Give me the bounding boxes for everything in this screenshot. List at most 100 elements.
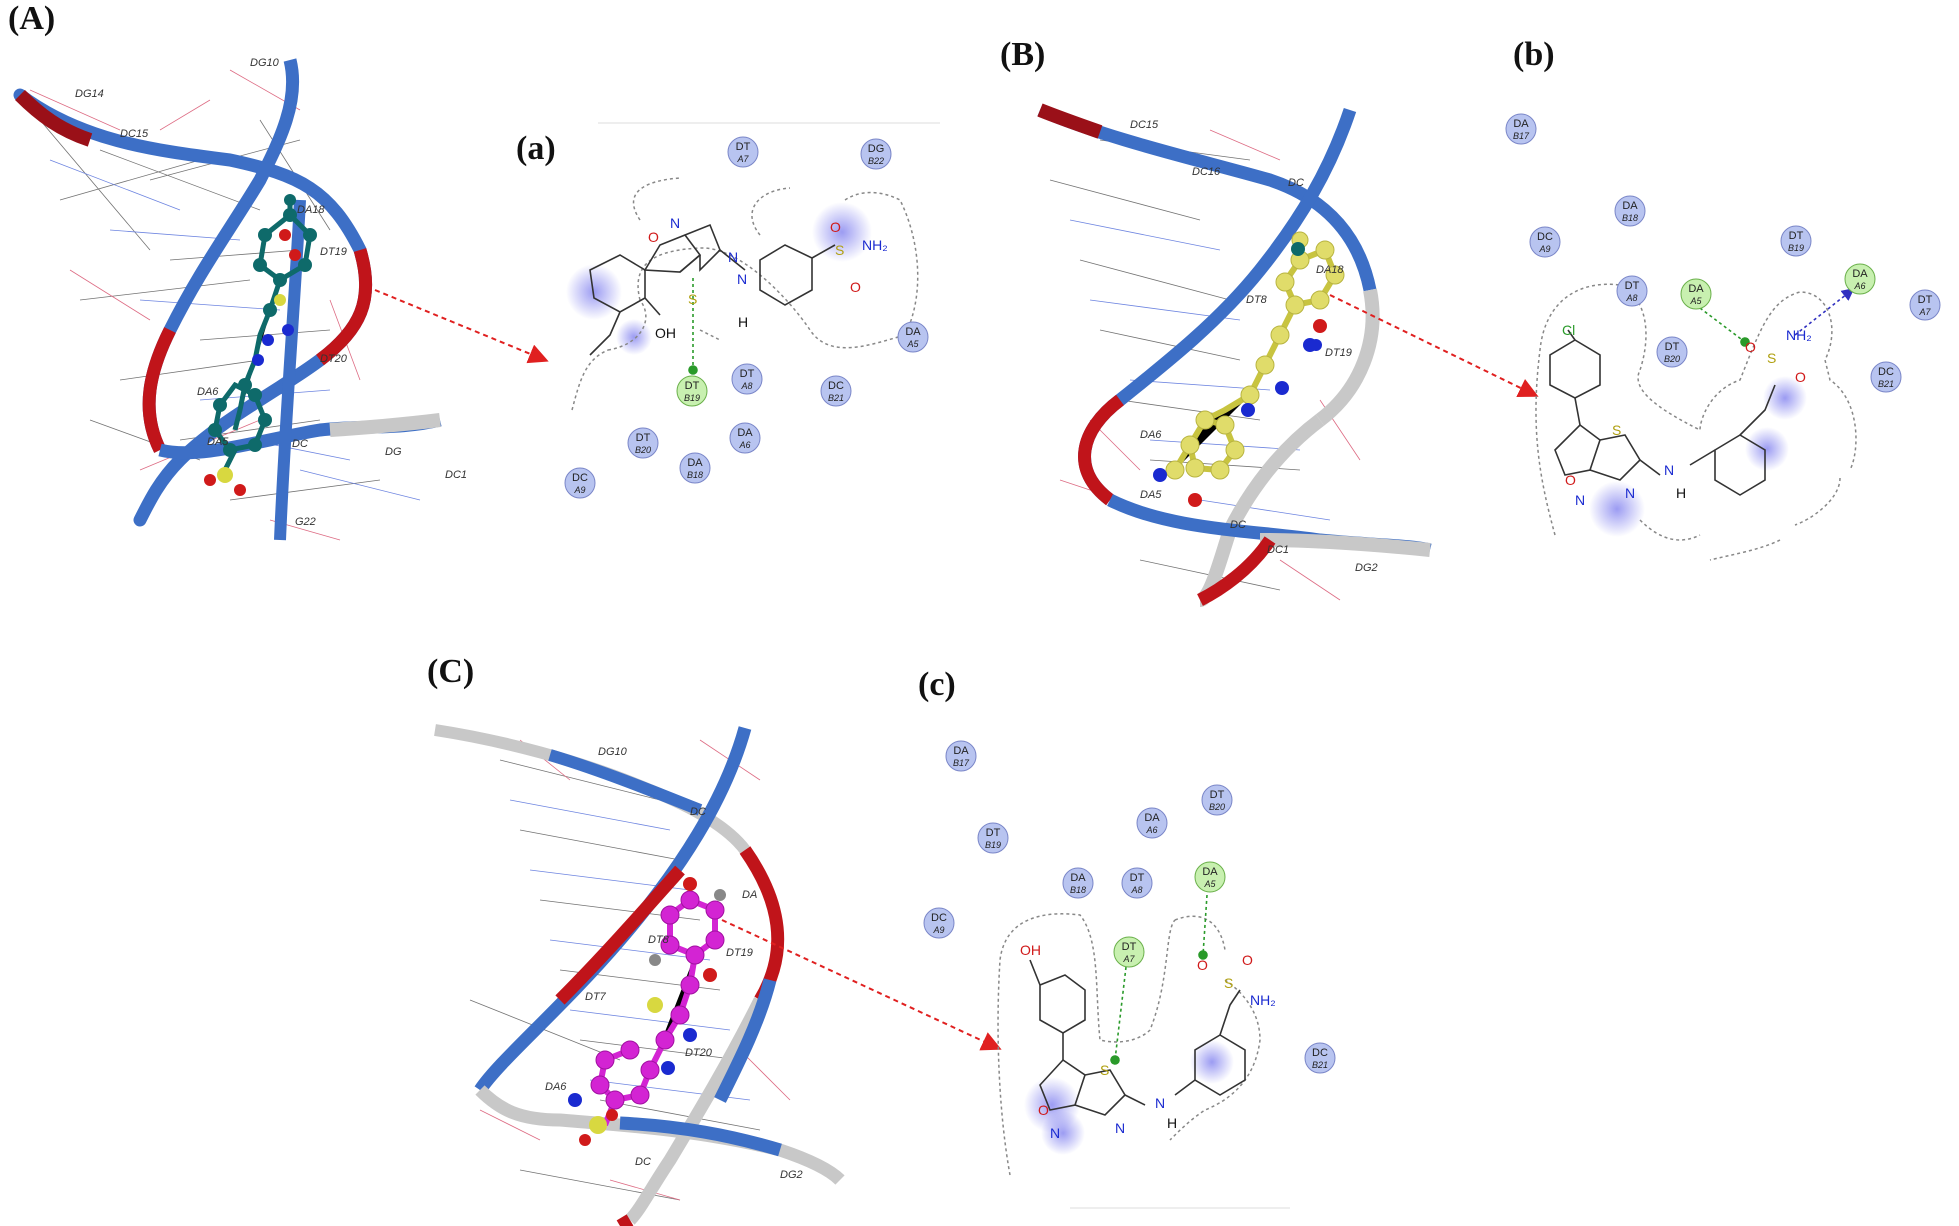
svg-text:B19: B19 <box>684 393 700 403</box>
dna-label: DG10 <box>250 57 280 69</box>
atom-label: H <box>1676 485 1686 501</box>
svg-text:DA: DA <box>1688 283 1704 295</box>
atom-label: N <box>1050 1125 1060 1141</box>
atom-label: N <box>1155 1095 1165 1111</box>
svg-text:DA: DA <box>1513 118 1529 130</box>
svg-text:DT: DT <box>1210 789 1225 801</box>
dna-label: DC <box>1288 177 1304 189</box>
svg-text:DT: DT <box>740 368 755 380</box>
svg-text:B20: B20 <box>1664 354 1680 364</box>
dna-label: G22 <box>295 516 316 528</box>
svg-text:DC: DC <box>1537 231 1553 243</box>
svg-text:B22: B22 <box>868 156 884 166</box>
atom-label: H <box>738 314 748 330</box>
svg-text:A7: A7 <box>1918 307 1931 317</box>
svg-text:A9: A9 <box>1538 244 1550 254</box>
svg-text:B19: B19 <box>1788 243 1804 253</box>
svg-text:B19: B19 <box>985 840 1001 850</box>
atom-label: O <box>1745 339 1756 355</box>
svg-text:A5: A5 <box>1689 296 1702 306</box>
atom-label: O <box>830 219 841 235</box>
svg-text:B18: B18 <box>1622 213 1638 223</box>
svg-text:A8: A8 <box>740 381 752 391</box>
atom-label: N <box>1625 485 1635 501</box>
atom-label: O <box>1197 957 1208 973</box>
svg-text:DC: DC <box>1878 366 1894 378</box>
panel-C-3d-view: DG10 DC DA DT8 DT19 DT7 DT20 DA6 DC DG2 <box>434 724 1002 1226</box>
atom-label: NH₂ <box>1250 992 1276 1008</box>
svg-text:DA: DA <box>1144 812 1160 824</box>
atom-label: OH <box>1020 942 1041 958</box>
svg-text:DG: DG <box>868 143 885 155</box>
svg-text:DT: DT <box>1918 294 1933 306</box>
dna-label: DC15 <box>120 128 149 140</box>
atom-label: S <box>1100 1062 1109 1078</box>
svg-text:A8: A8 <box>1625 293 1637 303</box>
dna-label: DC <box>690 806 706 818</box>
atom-label: NH₂ <box>862 237 888 253</box>
svg-text:A6: A6 <box>1145 825 1157 835</box>
panel-label-c: (c) <box>918 666 956 703</box>
dna-label: DA6 <box>197 386 219 398</box>
dna-label: DC1 <box>445 469 467 481</box>
dna-label: DA18 <box>297 204 325 216</box>
svg-text:B18: B18 <box>1070 885 1086 895</box>
atom-label: S <box>1224 975 1233 991</box>
dna-label: DG14 <box>75 88 104 100</box>
svg-text:DT: DT <box>1665 341 1680 353</box>
svg-text:DT: DT <box>1625 280 1640 292</box>
svg-text:B21: B21 <box>828 393 844 403</box>
panel-label-A: (A) <box>8 0 56 37</box>
svg-text:DA: DA <box>737 427 753 439</box>
atom-label: N <box>670 215 680 231</box>
atom-label: O <box>1038 1102 1049 1118</box>
svg-text:B18: B18 <box>687 470 703 480</box>
atom-label: S <box>688 291 697 307</box>
dna-label: DC15 <box>1130 119 1159 131</box>
panel-label-C: (C) <box>427 653 475 690</box>
svg-text:B20: B20 <box>1209 802 1225 812</box>
svg-text:A9: A9 <box>932 925 944 935</box>
svg-text:DT: DT <box>1122 941 1137 953</box>
dna-label: DA18 <box>1316 264 1344 276</box>
atom-label: Cl <box>1562 322 1575 338</box>
atom-label: S <box>1767 350 1776 366</box>
svg-text:DA: DA <box>687 457 703 469</box>
arrow-C-to-c <box>721 919 1002 1051</box>
dna-label: DA5 <box>1140 489 1162 501</box>
svg-text:A8: A8 <box>1130 885 1142 895</box>
svg-text:DT: DT <box>736 141 751 153</box>
svg-text:DA: DA <box>1070 872 1086 884</box>
dna-label: DC <box>1230 519 1246 531</box>
atom-label: NH₂ <box>1786 327 1812 343</box>
arrow-B-to-b <box>1329 294 1539 397</box>
svg-text:DT: DT <box>986 827 1001 839</box>
dna-label: DA6 <box>545 1081 567 1093</box>
panel-B-3d-view: DC15 DC16 DC DA18 DT8 DT19 DA6 DA5 DC1 D… <box>1037 103 1539 607</box>
atom-label: N <box>1115 1120 1125 1136</box>
svg-text:DA: DA <box>1622 200 1638 212</box>
dna-label: DA6 <box>1140 429 1162 441</box>
